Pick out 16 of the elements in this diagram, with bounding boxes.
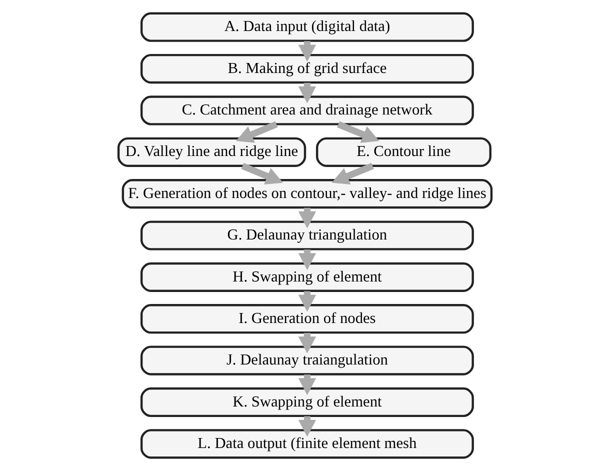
arrow (241, 162, 284, 184)
node-box: J. Delaunay traiangulation (140, 345, 474, 375)
node-box: A. Data input (digital data) (140, 12, 474, 42)
arrow (337, 120, 380, 142)
node-box: E. Contour line (316, 136, 492, 166)
node-box: I. Generation of nodes (140, 304, 474, 334)
node-box: D. Valley line and ridge line (117, 136, 306, 166)
node-box: G. Delaunay triangulation (140, 220, 474, 250)
node-box: C. Catchment area and drainage network (140, 95, 474, 125)
node-box: F. Generation of nodes on contour,- valley- and ridge lines (122, 178, 493, 208)
node-box: K. Swapping of element (140, 386, 474, 417)
arrow (332, 162, 374, 184)
arrow (236, 120, 278, 142)
node-box: L. Data output (finite element mesh (140, 428, 474, 458)
node-box: H. Swapping of element (140, 262, 474, 292)
node-box: B. Making of grid surface (140, 53, 474, 84)
